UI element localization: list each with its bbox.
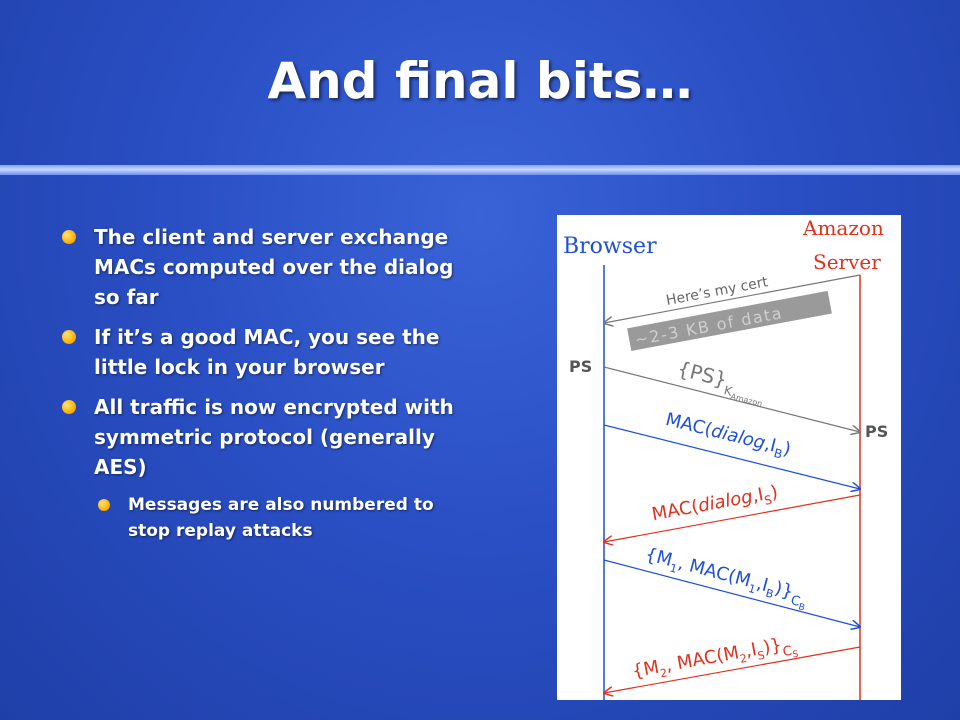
message2-arrow bbox=[604, 646, 861, 693]
mac-server-arrow bbox=[604, 494, 861, 542]
server-label-line1: Amazon bbox=[802, 216, 884, 240]
protocol-diagram: Browser Amazon Server Here’s my cert ~2-… bbox=[557, 215, 901, 700]
ps-left-label: PS bbox=[569, 357, 592, 376]
sequence-diagram-svg: Browser Amazon Server Here’s my cert ~2-… bbox=[563, 216, 888, 700]
bullet-item: All traffic is now encrypted with symmet… bbox=[62, 392, 462, 482]
ps-encrypted-label: {PS}KAmazon bbox=[673, 356, 768, 408]
bullet-text: All traffic is now encrypted with symmet… bbox=[94, 395, 454, 479]
server-label-line2: Server bbox=[813, 250, 881, 274]
sub-bullet-item: Messages are also numbered to stop repla… bbox=[98, 492, 462, 544]
bullet-dot-icon bbox=[98, 499, 110, 511]
ps-encrypted-arrow bbox=[603, 366, 860, 432]
cert-arrow bbox=[604, 274, 861, 323]
bullet-text: The client and server exchange MACs comp… bbox=[94, 225, 454, 309]
ps-enc-text: {PS}KAmazon bbox=[673, 356, 768, 408]
bullet-dot-icon bbox=[62, 330, 76, 344]
ps-enc-amazon: Amazon bbox=[730, 392, 764, 409]
mac-b-text: MAC(dialog,IB) bbox=[663, 409, 793, 463]
message2-label: {M2, MAC(M2,IS)}CS bbox=[631, 632, 800, 689]
bullet-list: The client and server exchange MACs comp… bbox=[62, 222, 462, 554]
msg2-text: {M2, MAC(M2,IS)}CS bbox=[631, 632, 800, 689]
title-divider bbox=[0, 165, 960, 175]
slide-title: And final bits… bbox=[267, 52, 693, 110]
ps-enc-main: {PS} bbox=[675, 356, 730, 392]
message1-arrow bbox=[603, 559, 860, 627]
msg1-text: {M1, MAC(M1,IB)}CB bbox=[641, 544, 810, 614]
bullet-text: If it’s a good MAC, you see the little l… bbox=[94, 325, 440, 379]
ps-right-label: PS bbox=[865, 422, 888, 441]
browser-label: Browser bbox=[563, 234, 657, 259]
bullet-item: If it’s a good MAC, you see the little l… bbox=[62, 322, 462, 382]
bullet-item: The client and server exchange MACs comp… bbox=[62, 222, 462, 312]
mac-browser-arrow bbox=[603, 424, 860, 489]
message1-label: {M1, MAC(M1,IB)}CB bbox=[641, 544, 810, 614]
bullet-dot-icon bbox=[62, 400, 76, 414]
data-box-rect bbox=[625, 289, 834, 353]
mac-browser-label: MAC(dialog,IB) bbox=[663, 409, 793, 463]
sub-bullet-text: Messages are also numbered to stop repla… bbox=[128, 495, 434, 541]
bullet-dot-icon bbox=[62, 230, 76, 244]
